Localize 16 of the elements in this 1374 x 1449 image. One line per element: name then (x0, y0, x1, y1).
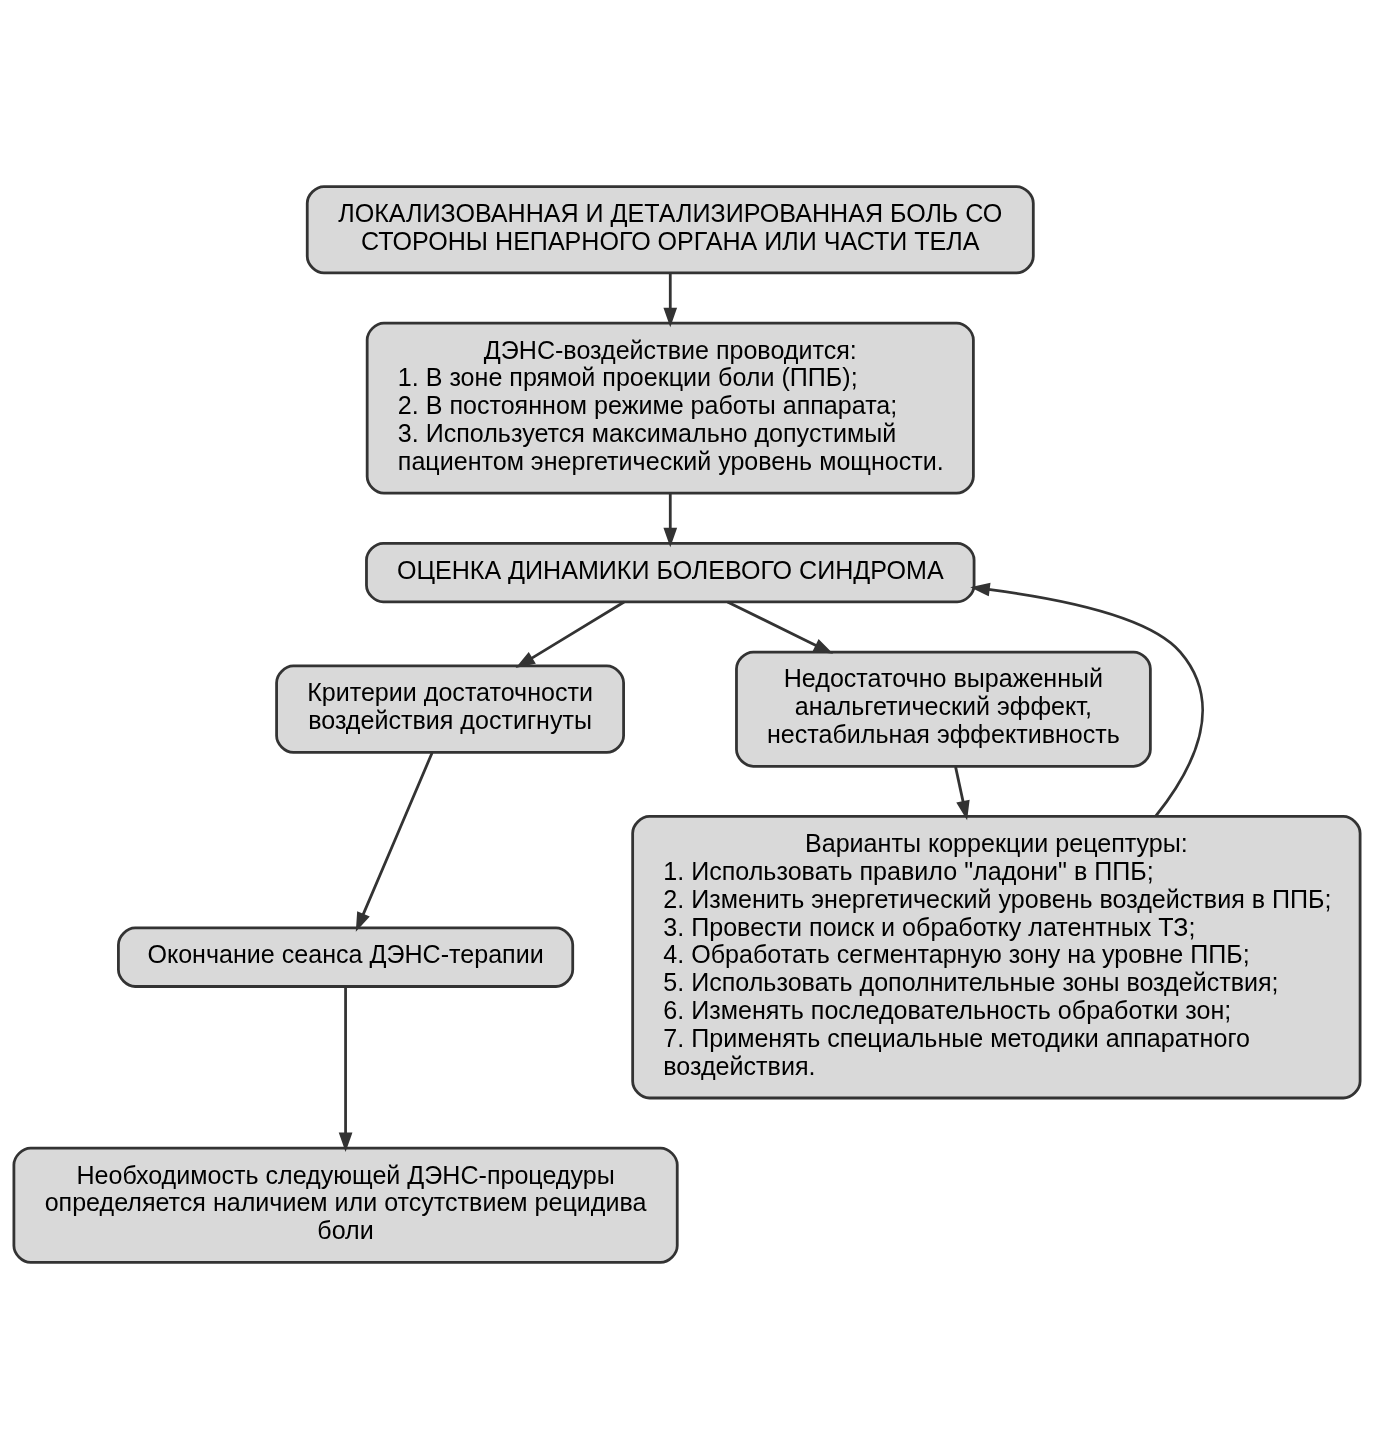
arrow (338, 986, 353, 1153)
arrow (515, 600, 625, 668)
arrow (355, 752, 434, 932)
node-box: Окончание сеанса ДЭНС-терапии (117, 926, 575, 988)
node-box: ЛОКАЛИЗОВАННАЯ И ДЕТАЛИЗИРОВАННАЯ БОЛЬ СО СТОРОНЫ НЕПАРНОГО ОРГАНА ИЛИ ЧАСТИ ТЕЛА (305, 185, 1035, 275)
arrow (663, 273, 678, 328)
node-box: ОЦЕНКА ДИНАМИКИ БОЛЕВОГО СИНДРОМА (365, 541, 976, 604)
node-box: Варианты коррекции рецептуры: 1. Использовать правило "ладони" в ППБ; 2. Изменить энергетический уровень воздействия в ППБ; 3. Провести поиск и обработку латентных ТЗ; 4. Обработать сегментарную зону на уровне ППБ; 5. Использовать дополнительные зоны воздействия; 6. Изменять последовательность обработки зон; 7. Применять специальные методики аппаратного воздействия. (631, 815, 1362, 1100)
arrow (663, 493, 678, 548)
arrow (954, 766, 970, 821)
arrow (970, 582, 1204, 818)
arrow (726, 600, 834, 654)
node-box: Критерии достаточности воздействия достигнуты (275, 664, 625, 754)
node-box: Недостаточно выраженный анальгетический эффект, нестабильная эффективность (735, 650, 1152, 768)
node-box: Необходимость следующей ДЭНС-процедуры определяется наличием или отсутствием рецидива боли (12, 1146, 679, 1264)
node-box: ДЭНС-воздействие проводится: 1. В зоне прямой проекции боли (ППБ); 2. В постоянном режиме работы аппарата; 3. Используется максимально допустимый пациентом энергетический уровень мощности. (365, 321, 975, 495)
